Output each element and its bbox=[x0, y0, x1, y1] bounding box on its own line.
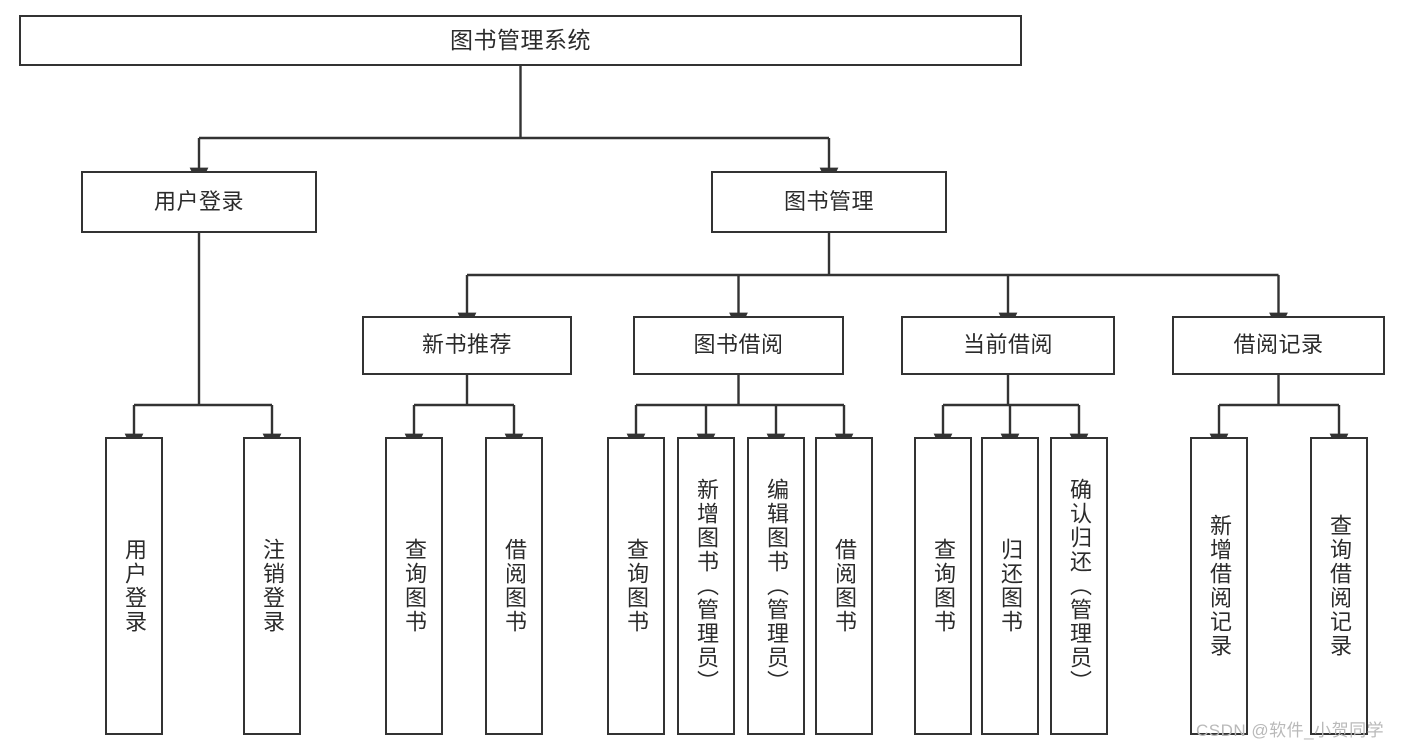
node-label: 注销登录 bbox=[260, 538, 285, 634]
node-label: 图书管理系统 bbox=[450, 26, 591, 53]
node-label: 用户登录 bbox=[122, 538, 147, 634]
node-leaf-borrow-lend[interactable]: 借阅图书 bbox=[815, 437, 873, 735]
node-bookmgmt[interactable]: 图书管理 bbox=[711, 171, 947, 233]
node-leaf-user-logout[interactable]: 注销登录 bbox=[243, 437, 301, 735]
node-leaf-borrow-add[interactable]: 新增图书（管理员） bbox=[677, 437, 735, 735]
node-label: 图书借阅 bbox=[693, 332, 784, 358]
node-label: 查询图书 bbox=[624, 538, 649, 634]
node-root[interactable]: 图书管理系统 bbox=[19, 15, 1022, 66]
node-borrow[interactable]: 图书借阅 bbox=[633, 316, 844, 375]
node-label: 新增图书（管理员） bbox=[694, 478, 719, 694]
node-leaf-rec-query[interactable]: 查询借阅记录 bbox=[1310, 437, 1368, 735]
node-newbook[interactable]: 新书推荐 bbox=[362, 316, 572, 375]
node-label: 用户登录 bbox=[153, 188, 244, 214]
node-label: 借阅图书 bbox=[502, 538, 527, 634]
node-leaf-borrow-query[interactable]: 查询图书 bbox=[607, 437, 665, 735]
node-label: 查询图书 bbox=[931, 538, 956, 634]
node-leaf-cur-query[interactable]: 查询图书 bbox=[914, 437, 972, 735]
node-leaf-new-borrow[interactable]: 借阅图书 bbox=[485, 437, 543, 735]
node-label: 归还图书 bbox=[998, 538, 1023, 634]
node-login[interactable]: 用户登录 bbox=[81, 171, 317, 233]
node-label: 当前借阅 bbox=[962, 332, 1053, 358]
connector-lines bbox=[124, 66, 1349, 454]
node-current[interactable]: 当前借阅 bbox=[901, 316, 1115, 375]
node-label: 新书推荐 bbox=[421, 332, 512, 358]
node-records[interactable]: 借阅记录 bbox=[1172, 316, 1385, 375]
node-label: 查询借阅记录 bbox=[1327, 514, 1352, 658]
node-label: 查询图书 bbox=[402, 538, 427, 634]
node-label: 确认归还（管理员） bbox=[1067, 478, 1092, 694]
node-label: 借阅记录 bbox=[1233, 332, 1324, 358]
node-leaf-new-query[interactable]: 查询图书 bbox=[385, 437, 443, 735]
node-leaf-cur-return[interactable]: 归还图书 bbox=[981, 437, 1039, 735]
node-label: 编辑图书（管理员） bbox=[764, 478, 789, 694]
node-label: 借阅图书 bbox=[832, 538, 857, 634]
node-label: 图书管理 bbox=[783, 188, 874, 214]
node-leaf-user-login[interactable]: 用户登录 bbox=[105, 437, 163, 735]
node-leaf-rec-add[interactable]: 新增借阅记录 bbox=[1190, 437, 1248, 735]
node-leaf-borrow-edit[interactable]: 编辑图书（管理员） bbox=[747, 437, 805, 735]
watermark: CSDN @软件_小贺同学 bbox=[1196, 721, 1385, 740]
node-label: 新增借阅记录 bbox=[1207, 514, 1232, 658]
node-leaf-cur-confirm[interactable]: 确认归还（管理员） bbox=[1050, 437, 1108, 735]
